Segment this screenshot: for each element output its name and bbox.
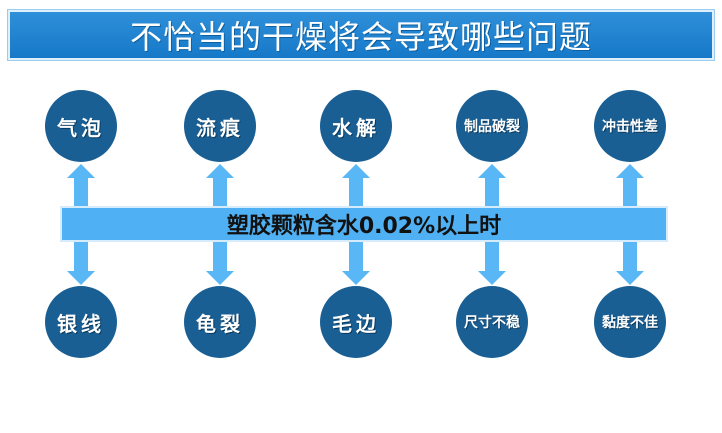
problem-label: 气泡: [57, 115, 105, 140]
down-arrow: [478, 240, 506, 285]
page-title: 不恰当的干燥将会导致哪些问题: [129, 18, 592, 56]
problem-node-dimension-instability: 尺寸不稳: [456, 286, 528, 358]
problem-node-flash: 毛边: [320, 286, 392, 358]
central-condition-bar: 塑胶颗粒含水0.02%以上时: [60, 206, 668, 242]
down-arrow: [342, 240, 370, 285]
down-arrow: [616, 240, 644, 285]
problem-label: 制品破裂: [464, 119, 520, 135]
up-arrow: [67, 164, 95, 208]
problem-label: 冲击性差: [602, 119, 658, 135]
problem-label: 流痕: [196, 115, 244, 140]
problem-node-poor-viscosity: 黏度不佳: [594, 286, 666, 358]
problem-label: 毛边: [332, 311, 380, 336]
problem-label: 银线: [57, 311, 105, 336]
problem-node-crazing: 龟裂: [184, 286, 256, 358]
down-arrow: [206, 240, 234, 285]
problem-node-poor-impact: 冲击性差: [594, 90, 666, 162]
up-arrow: [478, 164, 506, 208]
problem-node-silver-streaks: 银线: [45, 286, 117, 358]
problem-node-bubbles: 气泡: [45, 90, 117, 162]
title-banner: 不恰当的干燥将会导致哪些问题: [8, 10, 714, 60]
problem-node-flow-marks: 流痕: [184, 90, 256, 162]
up-arrow: [206, 164, 234, 208]
problem-node-hydrolysis: 水解: [320, 90, 392, 162]
down-arrow: [67, 240, 95, 285]
problem-label: 水解: [332, 115, 380, 140]
problem-label: 尺寸不稳: [464, 315, 520, 331]
problem-label: 黏度不佳: [602, 315, 658, 331]
up-arrow: [342, 164, 370, 208]
problem-label: 龟裂: [196, 311, 244, 336]
problem-node-product-cracking: 制品破裂: [456, 90, 528, 162]
up-arrow: [616, 164, 644, 208]
central-condition-label: 塑胶颗粒含水0.02%以上时: [226, 214, 502, 239]
